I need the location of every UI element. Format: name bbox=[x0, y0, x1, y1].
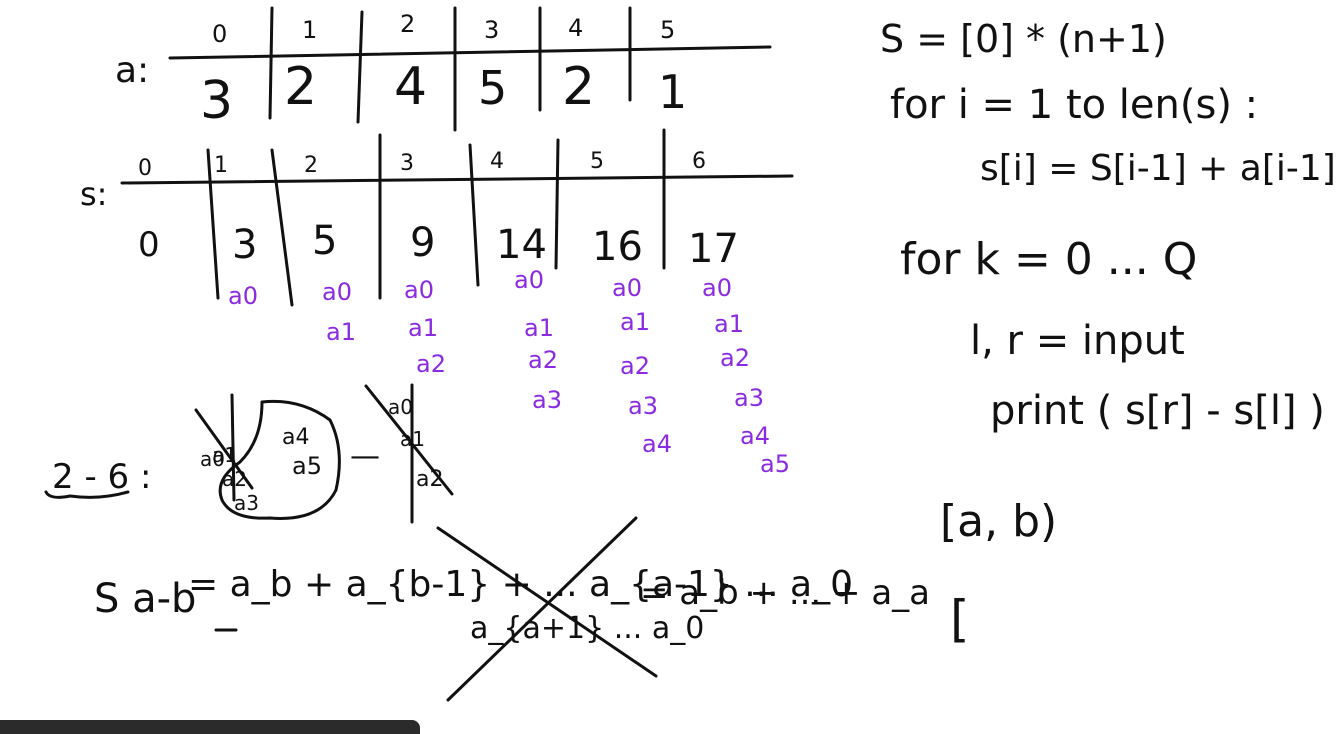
big-cross-line bbox=[446, 516, 638, 702]
array-a-value: 2 bbox=[562, 57, 595, 117]
purple-term: a2 bbox=[528, 346, 558, 374]
array-a-index: 3 bbox=[484, 16, 499, 44]
array-a-label: a: bbox=[115, 50, 149, 91]
array-s-index: 0 bbox=[138, 156, 152, 181]
array-s-value: 9 bbox=[410, 220, 435, 266]
right-group-term: a1 bbox=[400, 427, 425, 451]
purple-term: a0 bbox=[702, 274, 732, 302]
purple-term: a4 bbox=[740, 422, 770, 450]
purple-term: a2 bbox=[416, 350, 446, 378]
interval-note: [ bbox=[950, 590, 970, 648]
array-s-index: 4 bbox=[490, 149, 504, 174]
array-a-index: 4 bbox=[568, 14, 583, 42]
cross-out-line bbox=[194, 408, 254, 490]
blob-term: a0 bbox=[200, 447, 225, 471]
code-line: print ( s[r] - s[l] ) bbox=[990, 388, 1325, 434]
array-a-sep bbox=[356, 10, 364, 124]
right-group-term: a0 bbox=[388, 395, 413, 419]
purple-term: a4 bbox=[642, 430, 672, 458]
bottom-toolbar-strip bbox=[0, 720, 420, 734]
code-line: s[i] = S[i-1] + a[i-1] bbox=[980, 148, 1336, 189]
array-s-index: 1 bbox=[214, 153, 228, 178]
array-s-sep bbox=[468, 143, 480, 287]
array-a-index: 1 bbox=[302, 16, 317, 44]
minus-sign: — bbox=[350, 439, 380, 474]
array-a-value: 3 bbox=[200, 71, 233, 131]
purple-term: a1 bbox=[714, 310, 744, 338]
array-s-value: 3 bbox=[232, 222, 257, 268]
code-line: for k = 0 ... Q bbox=[900, 234, 1197, 285]
blob-sep-line bbox=[230, 393, 236, 502]
array-a-value: 2 bbox=[284, 57, 317, 117]
right-group-term: a2 bbox=[416, 467, 443, 492]
blob-term: a3 bbox=[234, 491, 259, 515]
array-a-index: 2 bbox=[400, 10, 415, 38]
code-line: for i = 1 to len(s) : bbox=[890, 82, 1258, 128]
array-a-sep bbox=[268, 6, 274, 120]
array-s-label: s: bbox=[80, 175, 107, 213]
blob-outline bbox=[218, 399, 341, 520]
formula-lhs: S a-b bbox=[94, 576, 196, 622]
array-s-divider bbox=[120, 174, 794, 185]
array-s-value: 16 bbox=[592, 224, 643, 270]
array-a-value: 1 bbox=[658, 65, 687, 119]
purple-term: a1 bbox=[408, 314, 438, 342]
array-a-value: 5 bbox=[478, 61, 507, 115]
purple-term: a3 bbox=[734, 384, 764, 412]
purple-term: a3 bbox=[628, 392, 658, 420]
purple-term: a3 bbox=[532, 386, 562, 414]
array-s-index: 2 bbox=[304, 153, 318, 178]
purple-term: a0 bbox=[404, 276, 434, 304]
purple-term: a5 bbox=[760, 450, 790, 478]
array-s-index: 3 bbox=[400, 151, 414, 176]
array-s-value: 0 bbox=[138, 225, 160, 265]
interval-note: [a, b) bbox=[940, 496, 1057, 547]
array-a-value: 4 bbox=[394, 57, 427, 117]
array-a-divider bbox=[168, 45, 772, 60]
purple-term: a0 bbox=[228, 282, 258, 310]
array-s-value: 17 bbox=[688, 226, 739, 272]
range-underline bbox=[44, 490, 130, 499]
array-s-sep bbox=[554, 138, 560, 270]
big-cross-line bbox=[436, 526, 658, 678]
array-s-value: 5 bbox=[312, 218, 337, 264]
code-line: l, r = input bbox=[970, 318, 1185, 364]
array-s-value: 14 bbox=[496, 222, 547, 268]
array-s-index: 5 bbox=[590, 149, 604, 174]
blob-term: a5 bbox=[292, 452, 322, 480]
purple-term: a2 bbox=[620, 352, 650, 380]
range-label: 2 - 6 : bbox=[52, 457, 151, 497]
blob-term: a2 bbox=[222, 467, 247, 491]
purple-term: a1 bbox=[620, 308, 650, 336]
blob-term: a4 bbox=[282, 425, 309, 450]
code-line: S = [0] * (n+1) bbox=[880, 17, 1167, 61]
formula-eq2: = a_b + ... + a_a bbox=[640, 573, 930, 613]
array-a-index: 5 bbox=[660, 16, 675, 44]
blob-term: a1 bbox=[212, 443, 237, 467]
purple-term: a2 bbox=[720, 344, 750, 372]
array-a-index: 0 bbox=[212, 20, 227, 48]
cross-out-line bbox=[364, 384, 454, 496]
purple-term: a1 bbox=[524, 314, 554, 342]
purple-term: a0 bbox=[322, 278, 352, 306]
formula-lower: a_{a+1} ... a_0 bbox=[470, 611, 704, 646]
purple-term: a0 bbox=[612, 274, 642, 302]
array-s-sep bbox=[206, 148, 220, 300]
array-s-index: 6 bbox=[692, 149, 706, 174]
purple-term: a0 bbox=[514, 266, 544, 294]
array-s-sep bbox=[270, 148, 294, 307]
purple-term: a1 bbox=[326, 318, 356, 346]
